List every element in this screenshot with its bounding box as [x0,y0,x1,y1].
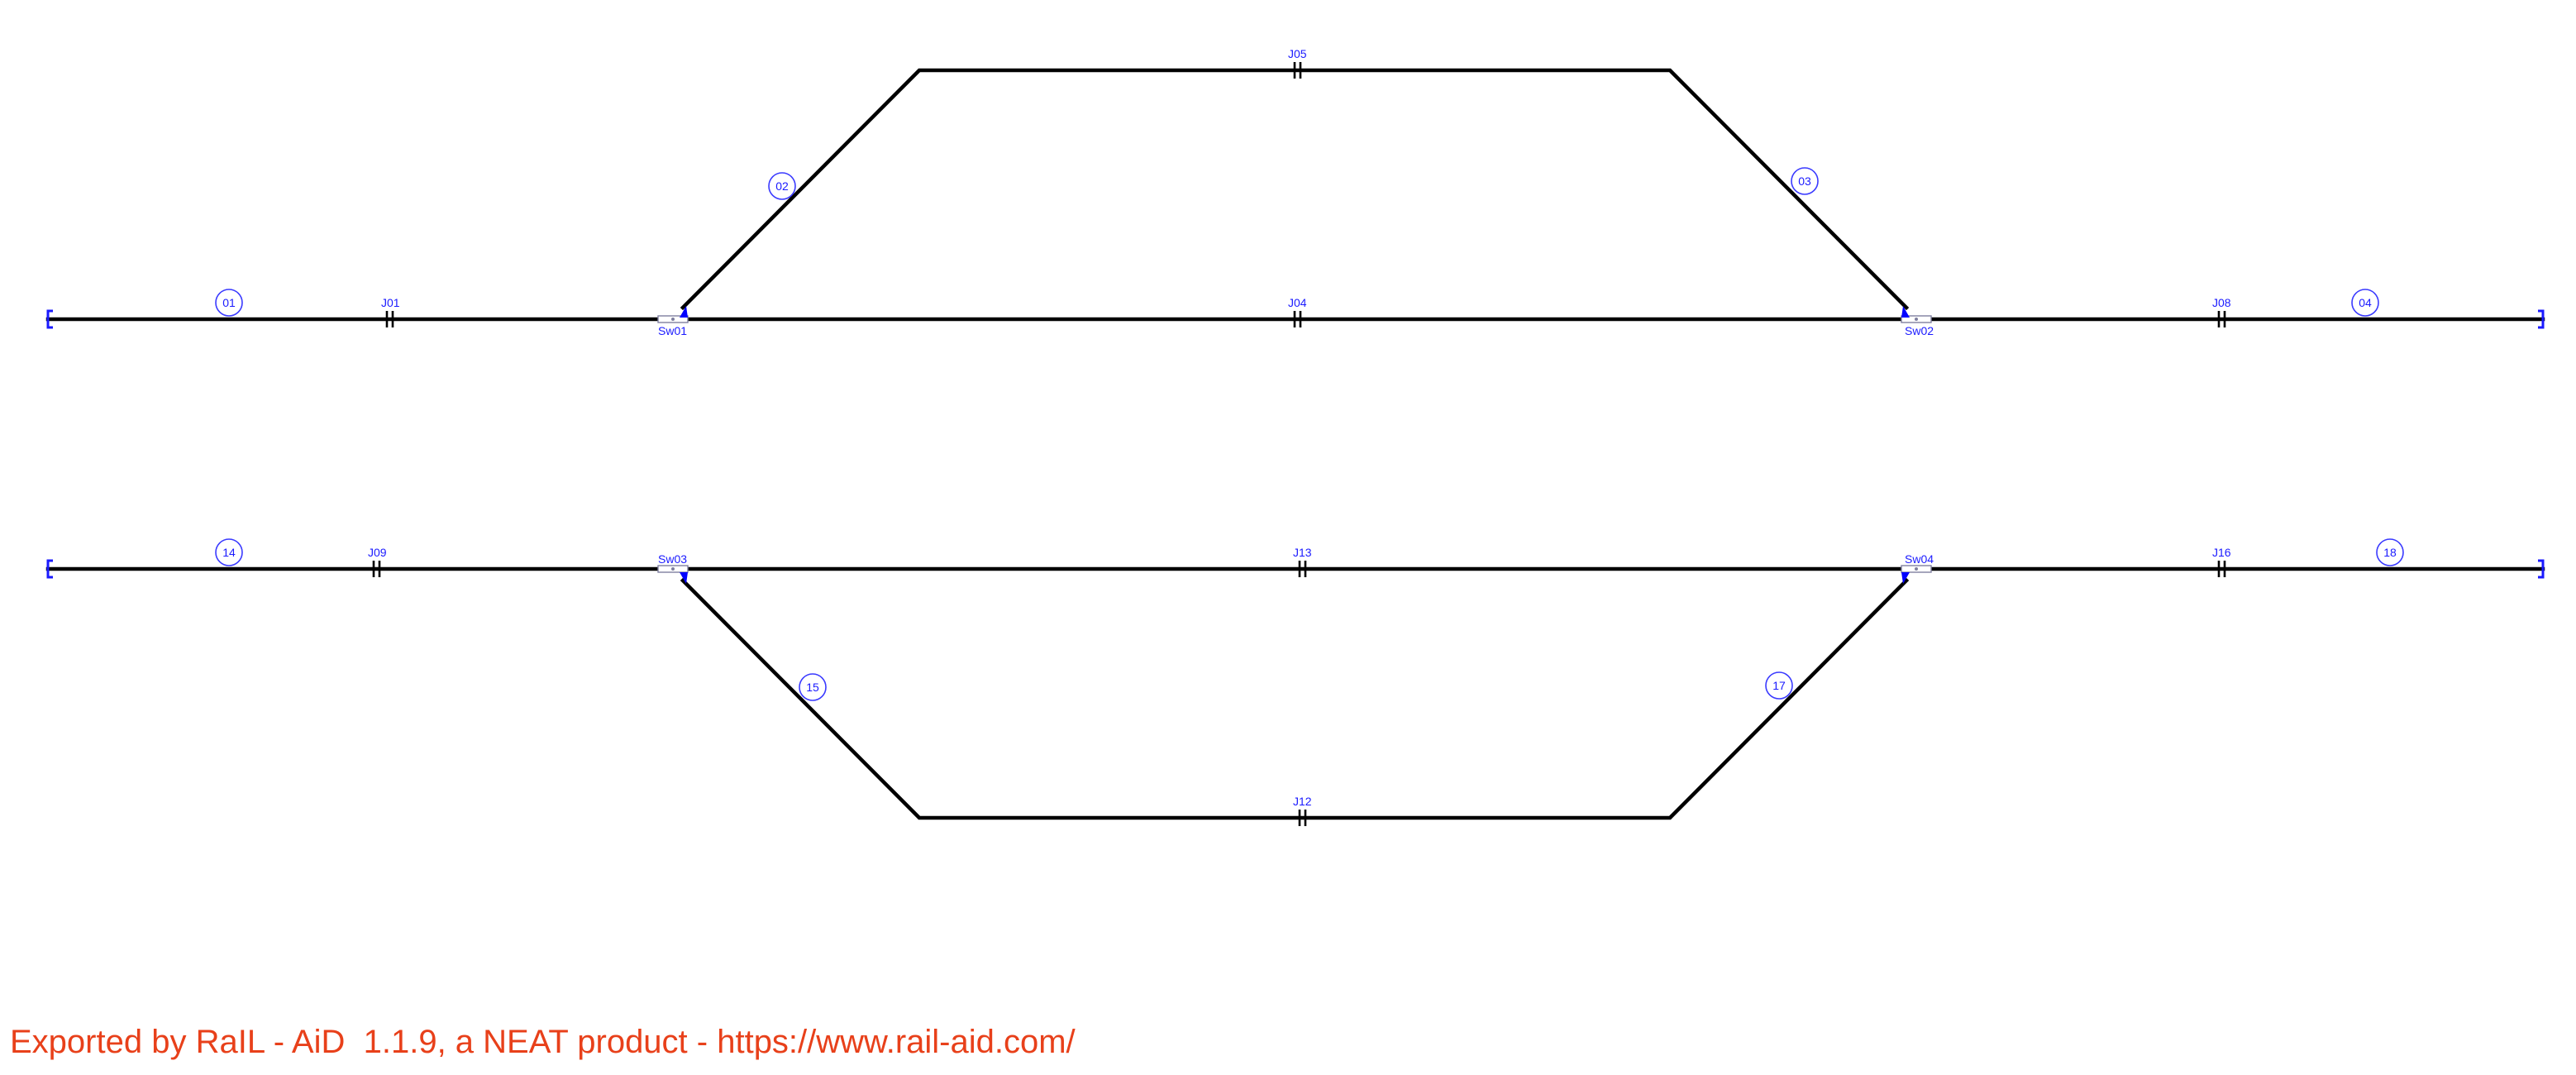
section-label: 02 [775,179,789,193]
switch-label: Sw04 [1905,552,1934,566]
joint-label: J09 [368,546,387,559]
upper-track-group: J01 J04 J05 J08 Sw01 Sw02 [45,47,2545,337]
insulated-joint-J16: J16 [2212,546,2231,577]
section-label: 01 [222,296,236,309]
section-15: 15 [799,673,827,701]
section-label: 18 [2383,546,2397,559]
insulated-joint-J13: J13 [1293,546,1312,577]
joint-label: J04 [1288,296,1307,309]
buffer-stop-right-lower [2538,559,2545,579]
section-18: 18 [2376,538,2404,566]
section-label: 03 [1798,174,1811,188]
joint-label: J05 [1288,47,1307,60]
joint-label: J16 [2212,546,2231,559]
switch-label: Sw03 [658,552,687,566]
joint-label: J13 [1293,546,1312,559]
section-17: 17 [1765,671,1793,700]
switch-Sw02[interactable]: Sw02 [1901,306,1934,337]
joint-label: J08 [2212,296,2231,309]
buffer-stop-left-upper [46,309,53,329]
section-label: 04 [2359,296,2372,309]
section-label: 15 [806,681,819,694]
buffer-stop-left-lower [46,559,53,579]
section-03: 03 [1791,167,1819,195]
joint-label: J01 [381,296,400,309]
switch-Sw01[interactable]: Sw01 [657,306,689,337]
insulated-joint-J12: J12 [1293,795,1312,826]
lower-loop-track [680,577,1910,820]
section-label: 14 [222,546,236,559]
insulated-joint-J05: J05 [1288,47,1307,79]
insulated-joint-J09: J09 [368,546,387,577]
export-footer-text: Exported by RaIL - AiD 1.1.9, a NEAT pro… [10,1024,1076,1060]
section-label: 17 [1772,679,1786,692]
insulated-joint-J04: J04 [1288,296,1307,327]
buffer-stop-right-upper [2538,309,2545,329]
switch-label: Sw01 [658,324,687,337]
switch-point-icon [680,306,688,318]
switch-Sw04[interactable]: Sw04 [1901,552,1934,584]
insulated-joint-J08: J08 [2212,296,2231,327]
switch-label: Sw02 [1905,324,1934,337]
switch-point-icon [1901,572,1910,584]
section-04: 04 [2351,289,2379,317]
insulated-joint-J01: J01 [381,296,400,327]
section-02: 02 [768,172,796,200]
lower-track-group: J09 J12 J13 J16 Sw03 Sw04 [45,538,2545,826]
upper-loop-track [680,68,1910,311]
switch-point-icon [680,572,688,584]
section-14: 14 [215,538,243,566]
section-01: 01 [215,289,243,317]
joint-label: J12 [1293,795,1312,808]
switch-Sw03[interactable]: Sw03 [657,552,689,584]
switch-point-icon [1901,306,1910,318]
